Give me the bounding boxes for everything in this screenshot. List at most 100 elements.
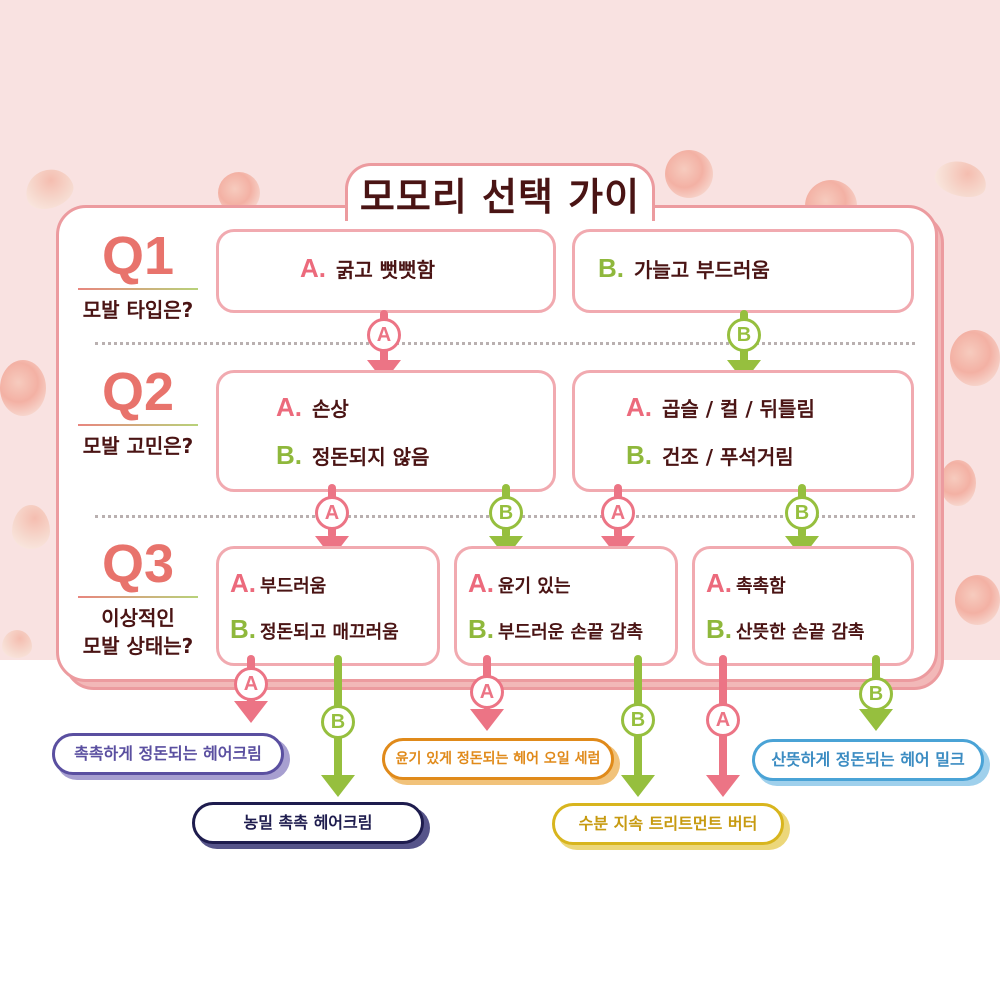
question-text: 이상적인 [101, 606, 175, 630]
option-label-b: B. [468, 614, 494, 644]
option-text: 촉촉함 [736, 576, 786, 597]
option-label-b: B. [626, 440, 652, 470]
question-number: Q1 [101, 226, 175, 286]
badge-b: B [321, 705, 355, 739]
q1-option-a-box[interactable] [216, 229, 556, 313]
question-underline [78, 596, 198, 598]
option-label-a: A. [706, 568, 732, 598]
option-text: 건조 / 푸석거림 [662, 445, 794, 469]
row-divider [95, 342, 915, 345]
q3-box-2-option-a: A.윤기 있는 [468, 568, 571, 599]
badge-a: A [601, 496, 635, 530]
result-pill-rich-hair-cream[interactable]: 농밀 촉촉 헤어크림 [192, 802, 424, 844]
q3-box-2-option-b: B.부드러운 손끝 감촉 [468, 614, 643, 645]
arrow-down-icon [234, 701, 268, 723]
arrow-down-icon [321, 775, 355, 797]
result-name: 수분 지속 트리트먼트 버터 [578, 814, 758, 833]
q3-box-1-option-b: B.정돈되고 매끄러움 [230, 614, 399, 645]
arrow-b: B [318, 655, 358, 805]
q3-box-3[interactable] [692, 546, 914, 666]
badge-b: B [489, 496, 523, 530]
arrow-b: B [856, 655, 896, 737]
badge-a: A [234, 667, 268, 701]
arrow-down-icon [621, 775, 655, 797]
q1-option-b-box[interactable] [572, 229, 914, 313]
result-name: 농밀 촉촉 헤어크림 [243, 813, 373, 832]
option-text: 부드러운 손끝 감촉 [498, 622, 644, 643]
option-label-b: B. [230, 614, 256, 644]
q3-box-3-option-b: B.산뜻한 손끝 감촉 [706, 614, 864, 645]
option-label-b: B. [276, 440, 302, 470]
question-q2: Q2 모발 고민은? [58, 364, 218, 460]
arrow-a: A [231, 655, 271, 731]
option-label-a: A. [626, 392, 652, 422]
option-text: 가늘고 부드러움 [634, 258, 770, 282]
peach-decoration [950, 330, 1000, 386]
q1-option-b: B. 가늘고 부드러움 [598, 253, 770, 284]
option-label-b: B. [706, 614, 732, 644]
question-underline [78, 288, 198, 290]
q2-left-box[interactable] [216, 370, 556, 492]
option-label-a: A. [300, 253, 326, 283]
result-pill-hair-cream[interactable]: 촉촉하게 정돈되는 헤어크림 [52, 733, 284, 775]
result-name: 촉촉하게 정돈되는 헤어크림 [74, 744, 262, 763]
arrow-b: B [618, 655, 658, 805]
peach-decoration [955, 575, 1000, 625]
option-text: 산뜻한 손끝 감촉 [736, 622, 865, 643]
arrow-a: A [598, 484, 638, 560]
question-text: 모발 타입은? [82, 298, 194, 322]
title-tab [345, 163, 655, 221]
peach-slice-decoration [2, 630, 32, 658]
peach-decoration [665, 150, 713, 198]
badge-a: A [706, 703, 740, 737]
option-label-a: A. [230, 568, 256, 598]
option-text: 굵고 뻣뻣함 [336, 258, 435, 282]
badge-b: B [859, 677, 893, 711]
badge-b: B [785, 496, 819, 530]
option-text: 정돈되고 매끄러움 [260, 622, 399, 643]
peach-slice-decoration [12, 505, 50, 549]
arrow-a: A [467, 655, 507, 737]
q3-box-3-option-a: A.촉촉함 [706, 568, 786, 599]
badge-a: A [470, 675, 504, 709]
question-number: Q3 [101, 534, 175, 594]
q2-right-option-a: A. 곱슬 / 컬 / 뒤틀림 [626, 392, 815, 423]
result-name: 윤기 있게 정돈되는 헤어 오일 세럼 [395, 751, 601, 767]
peach-decoration [0, 360, 46, 416]
question-underline [78, 424, 198, 426]
q2-left-option-a: A. 손상 [276, 392, 349, 423]
q1-option-a: A. 굵고 뻣뻣함 [300, 253, 435, 284]
question-number: Q2 [101, 362, 175, 422]
badge-b: B [621, 703, 655, 737]
badge-b: B [727, 318, 761, 352]
question-text: 모발 상태는? [82, 634, 194, 658]
option-label-a: A. [276, 392, 302, 422]
q3-box-1[interactable] [216, 546, 440, 666]
arrow-down-icon [859, 709, 893, 731]
arrow-a: A [703, 655, 743, 805]
q3-box-1-option-a: A.부드러움 [230, 568, 326, 599]
badge-a: A [315, 496, 349, 530]
option-text: 윤기 있는 [498, 576, 571, 597]
option-label-a: A. [468, 568, 494, 598]
option-label-b: B. [598, 253, 624, 283]
question-q1: Q1 모발 타입은? [58, 228, 218, 324]
q3-box-2[interactable] [454, 546, 678, 666]
result-name: 산뜻하게 정돈되는 헤어 밀크 [771, 750, 965, 769]
q2-right-box[interactable] [572, 370, 914, 492]
peach-decoration [940, 460, 976, 506]
option-text: 손상 [312, 397, 349, 421]
question-text: 모발 고민은? [82, 434, 194, 458]
badge-a: A [367, 318, 401, 352]
question-q3: Q3 이상적인 모발 상태는? [58, 536, 218, 660]
q2-left-option-b: B. 정돈되지 않음 [276, 440, 429, 471]
option-text: 정돈되지 않음 [312, 445, 430, 469]
result-pill-hair-milk[interactable]: 산뜻하게 정돈되는 헤어 밀크 [752, 739, 984, 781]
option-text: 곱슬 / 컬 / 뒤틀림 [662, 397, 815, 421]
arrow-down-icon [706, 775, 740, 797]
option-text: 부드러움 [260, 576, 327, 597]
arrow-down-icon [470, 709, 504, 731]
q2-right-option-b: B. 건조 / 푸석거림 [626, 440, 794, 471]
result-pill-treatment-butter[interactable]: 수분 지속 트리트먼트 버터 [552, 803, 784, 845]
result-pill-hair-oil-serum[interactable]: 윤기 있게 정돈되는 헤어 오일 세럼 [382, 738, 614, 780]
